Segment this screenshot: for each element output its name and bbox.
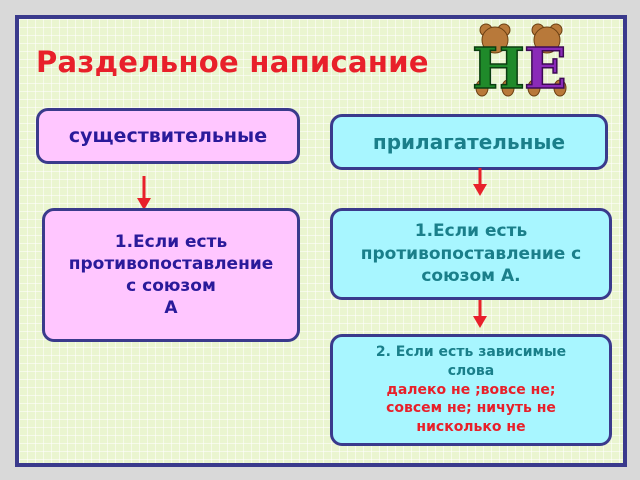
adjective-rule1-line: противопоставление с <box>360 243 582 264</box>
arrow-down-icon <box>137 176 151 210</box>
adjective-header: прилагательные <box>330 114 608 170</box>
noun-rule-line: 1.Если есть <box>114 231 228 252</box>
svg-text:Е: Е <box>524 36 567 100</box>
adjective-rule2-box: 2. Если есть зависимые слова далеко не ;… <box>330 334 612 446</box>
arrow-down-icon <box>473 168 487 196</box>
adjective-rule1-line: 1.Если есть <box>414 220 528 241</box>
noun-rule-line: с союзом <box>126 276 216 296</box>
page-title: Раздельное написание <box>36 45 429 79</box>
noun-rule-line: А <box>164 298 178 319</box>
adjective-rule2-word: далеко не ;вовсе не; <box>386 381 556 398</box>
adjective-rule2-intro: 2. Если есть зависимые <box>375 343 567 360</box>
ne-logo: Н Е <box>471 23 567 100</box>
svg-text:Н: Н <box>472 36 525 100</box>
teddy-bear-icon <box>527 23 567 97</box>
adjective-rule2-word: совсем не; ничуть не <box>386 400 556 417</box>
adjective-rule1-box: 1.Если есть противопоставление с союзом … <box>330 208 612 300</box>
adjective-rule2-intro: слова <box>447 362 495 379</box>
teddy-bear-icon <box>475 23 515 97</box>
noun-rule-box: 1.Если есть противопоставление с союзом … <box>42 208 300 342</box>
noun-rule-line: противопоставление <box>68 253 274 274</box>
arrow-down-icon <box>473 298 487 328</box>
noun-header: существительные <box>36 108 300 164</box>
adjective-rule2-word: нисколько не <box>416 419 526 436</box>
adjective-rule1-line: союзом А. <box>421 266 521 287</box>
